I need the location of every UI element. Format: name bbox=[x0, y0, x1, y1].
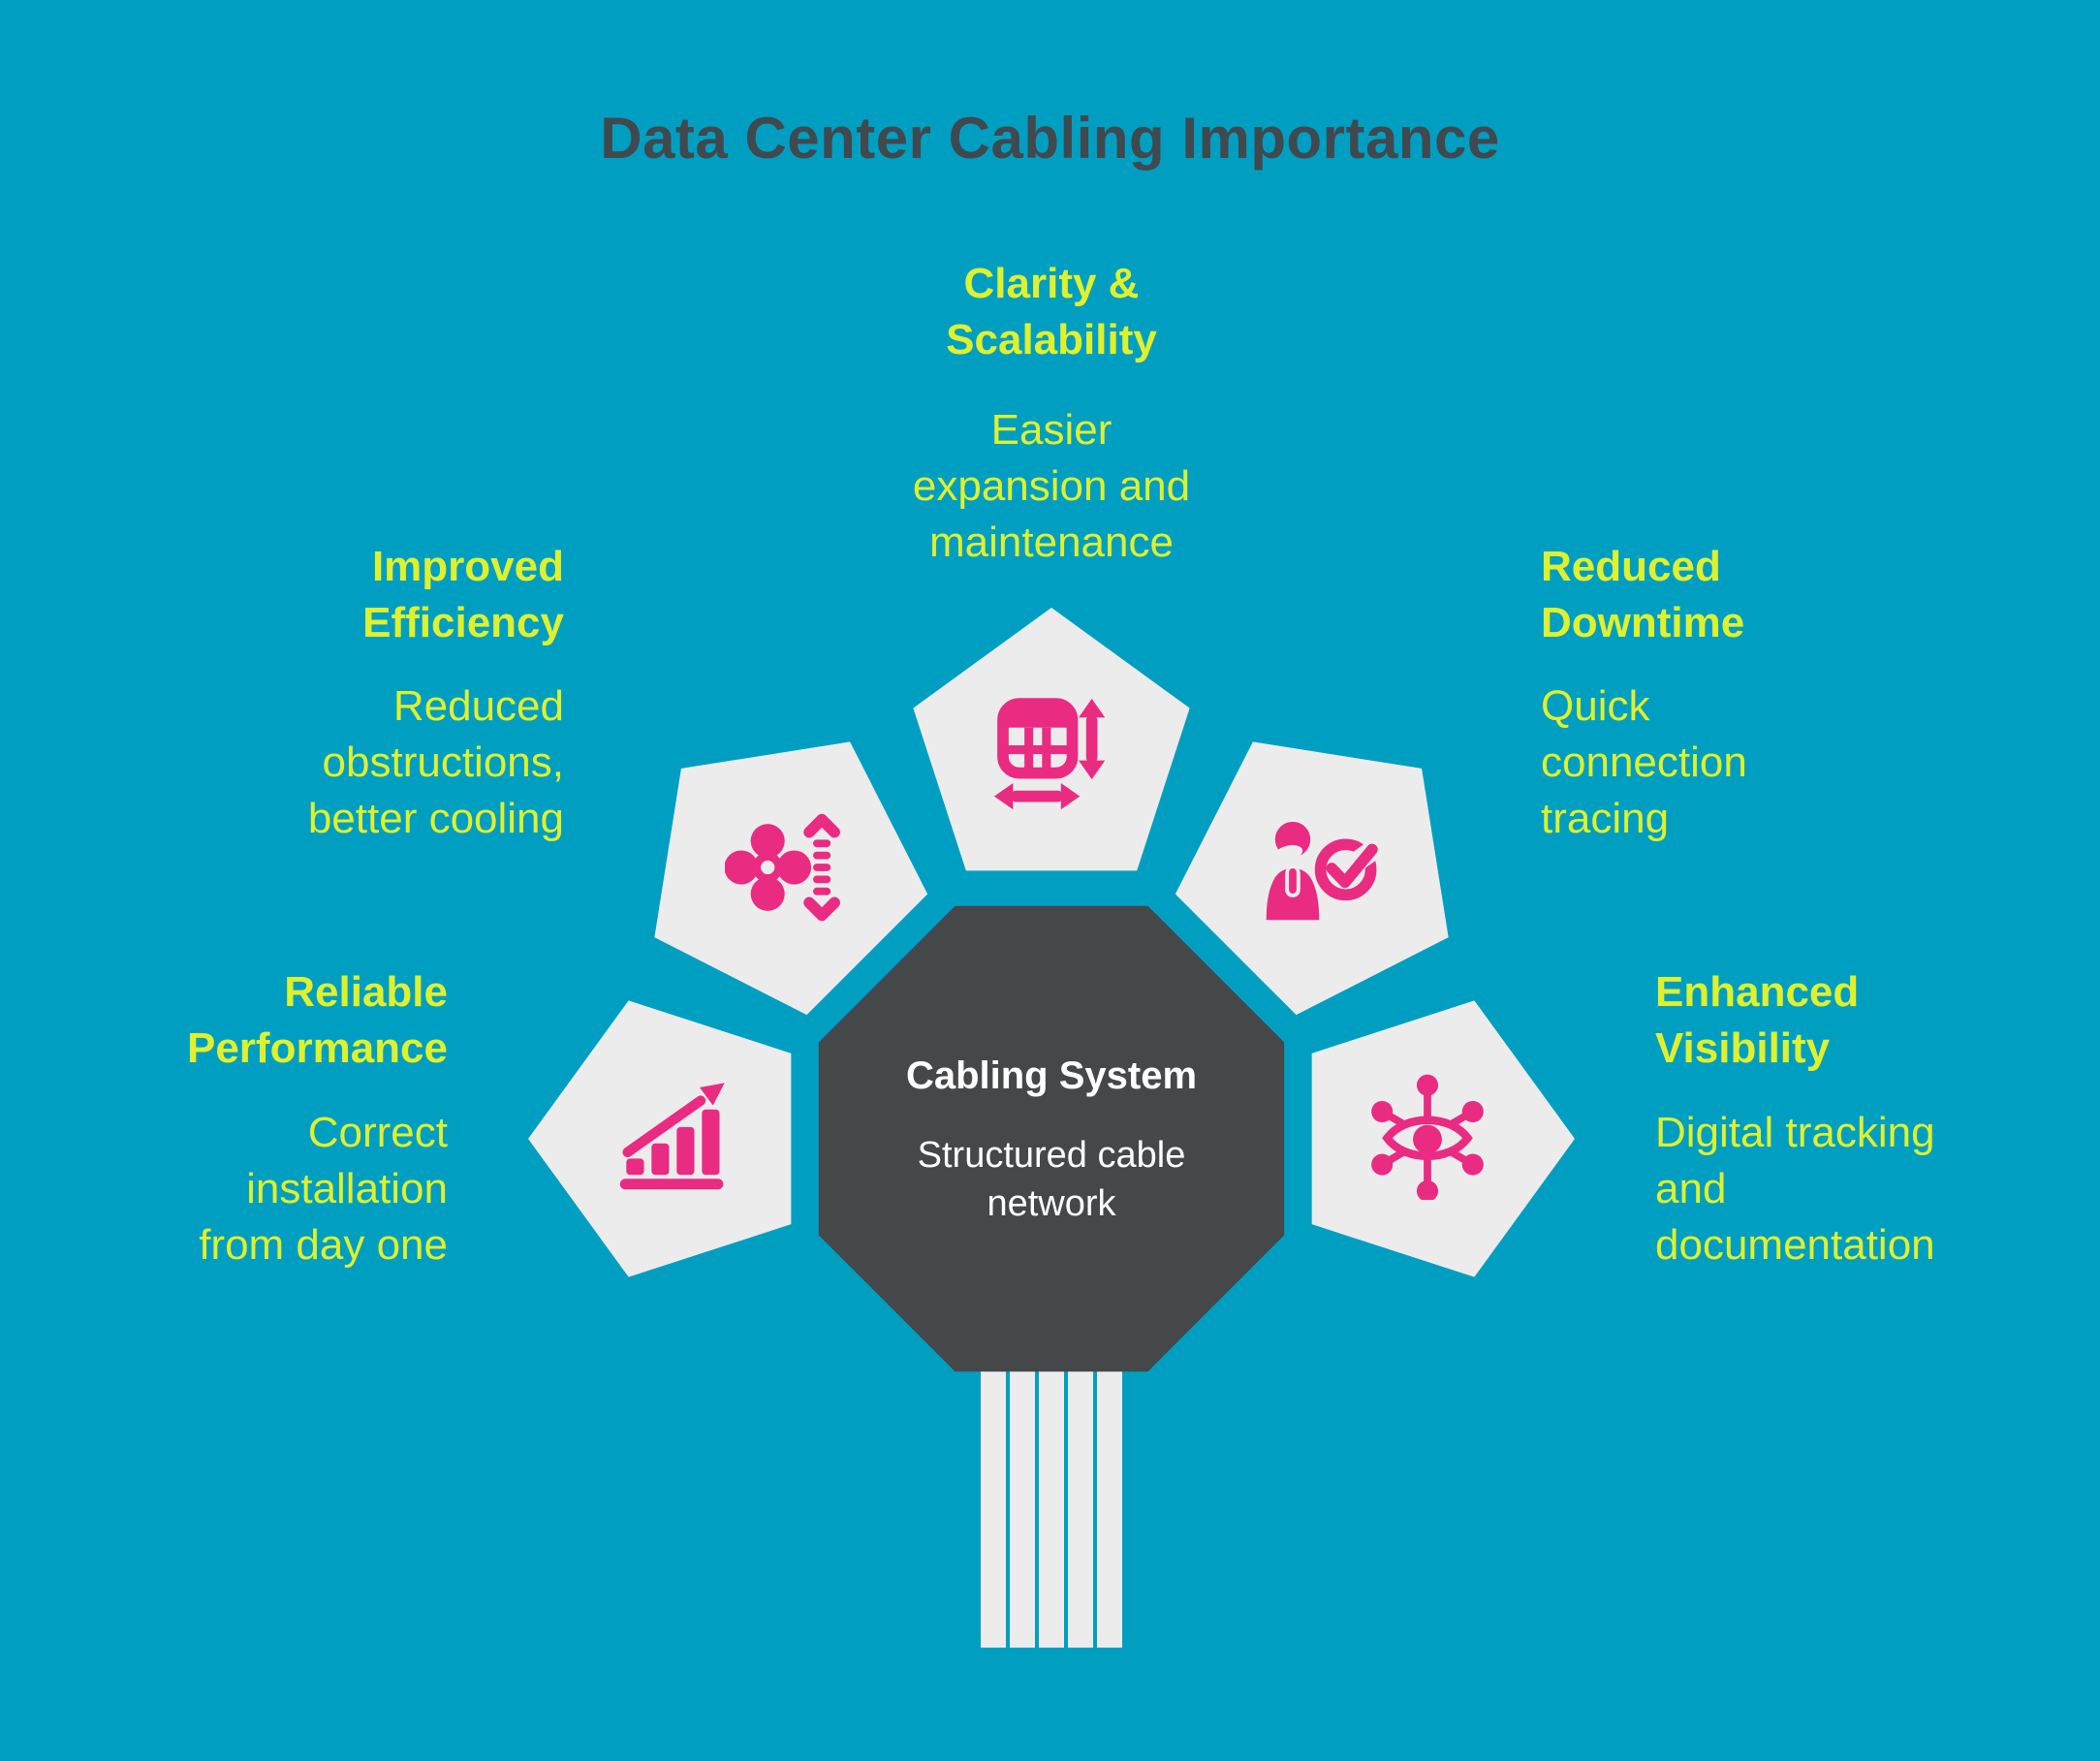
cable-stripe bbox=[981, 1365, 1006, 1648]
center-body: Structured cable network bbox=[917, 1135, 1186, 1224]
eye-network-icon bbox=[1371, 1074, 1484, 1200]
cable-stripe bbox=[1097, 1365, 1122, 1648]
center-heading: Cabling System bbox=[905, 1054, 1198, 1097]
spoke-body: Reduced obstructions, better cooling bbox=[307, 682, 564, 842]
cable-stripe bbox=[1039, 1365, 1064, 1648]
center-label: Cabling System Structured cable network bbox=[819, 1052, 1284, 1228]
spoke-heading: Improved Efficiency bbox=[362, 543, 564, 646]
spoke-label-improved-efficiency: Improved Efficiency Reduced obstructions… bbox=[0, 539, 564, 847]
spoke-body: Quick connection tracing bbox=[1541, 682, 1747, 842]
spoke-body: Digital tracking and documentation bbox=[1655, 1109, 1935, 1269]
spoke-heading: Clarity & Scalability bbox=[946, 260, 1157, 363]
cable-stripes bbox=[981, 1365, 1122, 1648]
spoke-label-clarity-scalability: Clarity & Scalability Easier expansion a… bbox=[737, 256, 1366, 571]
growth-chart-icon bbox=[619, 1083, 725, 1190]
page-title: Data Center Cabling Importance bbox=[600, 106, 1500, 171]
cable-stripe bbox=[1068, 1365, 1093, 1648]
spoke-body: Easier expansion and maintenance bbox=[912, 406, 1191, 566]
center-octagon: Cabling System Structured cable network bbox=[818, 905, 1285, 1372]
spoke-heading: Reduced Downtime bbox=[1541, 543, 1745, 646]
resize-grid-icon bbox=[993, 698, 1106, 810]
spoke-label-enhanced-visibility: Enhanced Visibility Digital tracking and… bbox=[1655, 964, 2100, 1274]
spoke-heading: Enhanced Visibility bbox=[1655, 968, 1860, 1072]
spoke-heading: Reliable Performance bbox=[186, 968, 448, 1072]
spoke-label-reliable-performance: Reliable Performance Correct installatio… bbox=[0, 964, 448, 1274]
spoke-body: Correct installation from day one bbox=[199, 1109, 448, 1269]
cooling-fan-icon bbox=[725, 813, 840, 922]
person-check-icon bbox=[1266, 821, 1381, 921]
spoke-label-reduced-downtime: Reduced Downtime Quick connection tracin… bbox=[1541, 539, 2084, 847]
cable-stripe bbox=[1010, 1365, 1035, 1648]
